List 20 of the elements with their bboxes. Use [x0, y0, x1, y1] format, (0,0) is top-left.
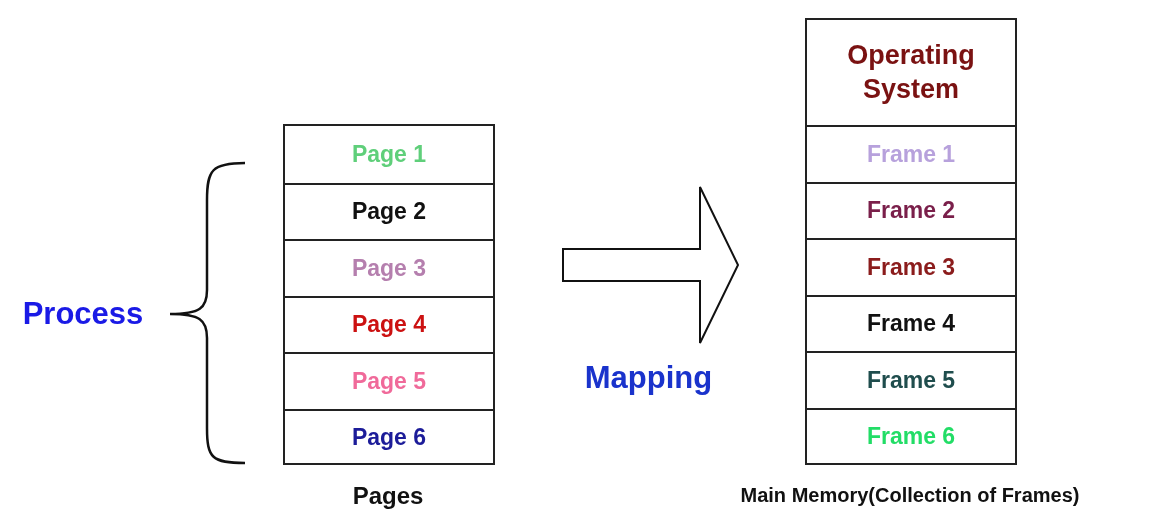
- page-slot: Page 5: [285, 352, 493, 409]
- frame-slot: Operating System: [807, 20, 1015, 125]
- page-slot: Page 6: [285, 408, 493, 465]
- stack-caption: Pages: [352, 482, 424, 510]
- memory-stack: [805, 18, 1017, 465]
- edge-label: Mapping: [584, 360, 713, 396]
- frame-slot: Frame 3: [807, 238, 1015, 295]
- frame-slot: Frame 4: [807, 294, 1015, 351]
- block-arrow: [562, 186, 740, 344]
- frame-slot: Frame 2: [807, 181, 1015, 238]
- stack-caption: Main Memory(Collection of Frames): [740, 484, 1080, 507]
- page-slot: Page 4: [285, 295, 493, 352]
- page-slot: Page 1: [285, 126, 493, 183]
- frame-slot: Frame 1: [807, 125, 1015, 182]
- page-slot: Page 2: [285, 182, 493, 239]
- frame-slot: Frame 5: [807, 351, 1015, 408]
- group-label: Process: [22, 296, 144, 332]
- page-slot: Page 3: [285, 239, 493, 296]
- page-stack: [283, 124, 495, 465]
- frame-slot: Frame 6: [807, 407, 1015, 464]
